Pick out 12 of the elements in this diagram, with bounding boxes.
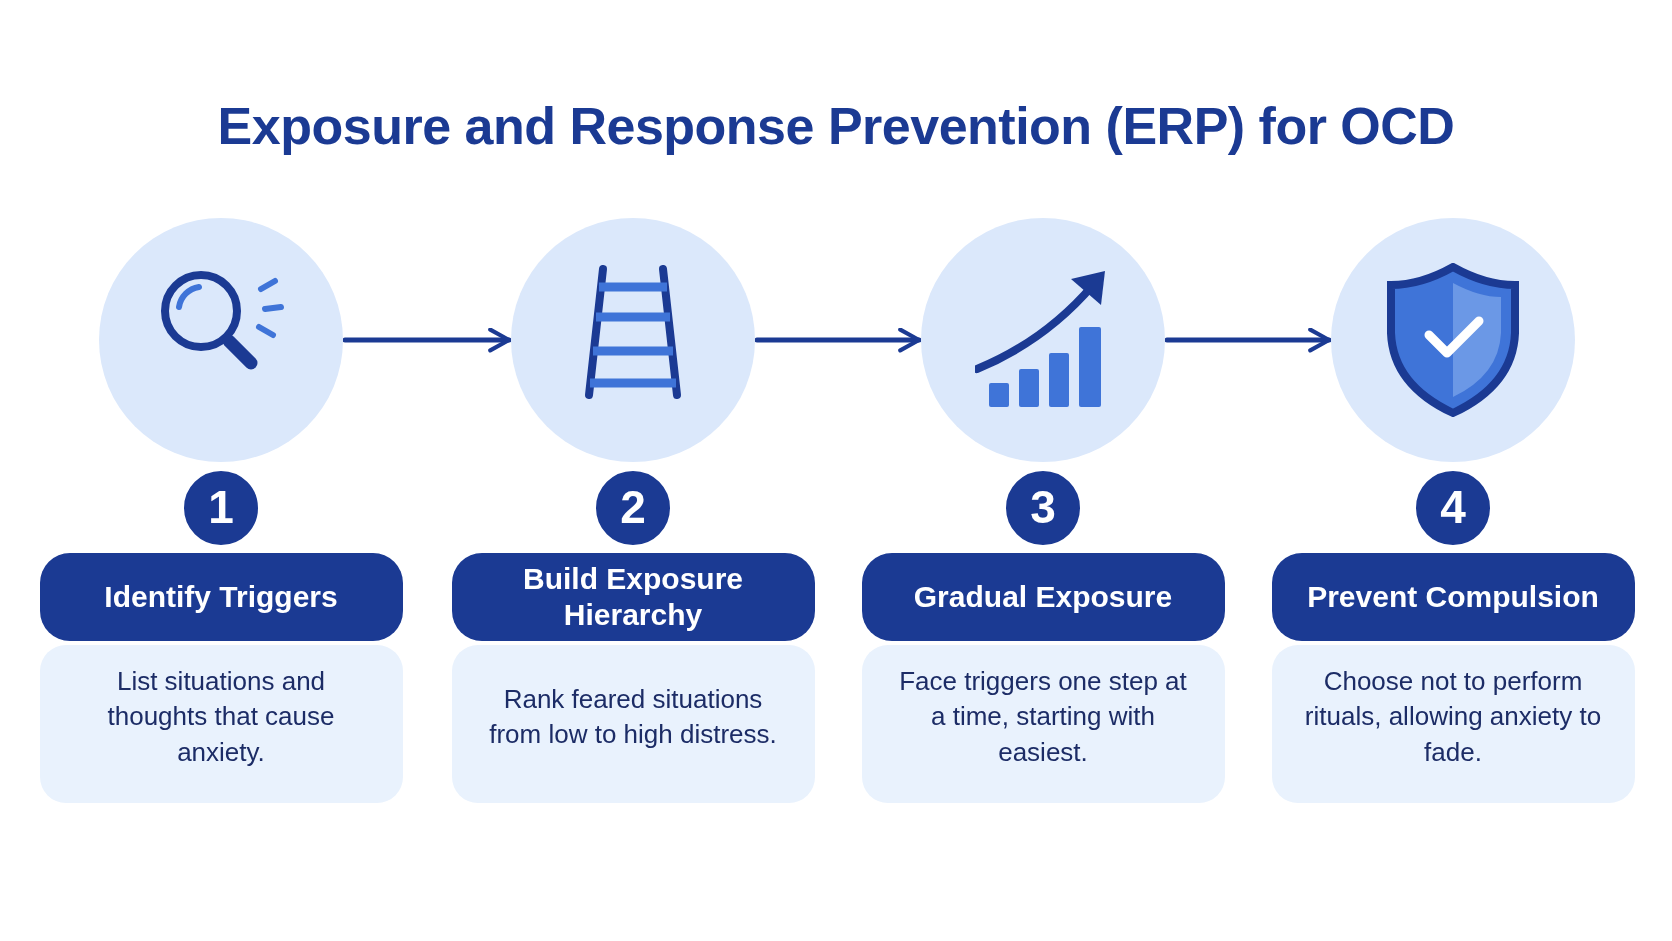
arrow <box>754 327 922 353</box>
arrow <box>1164 327 1332 353</box>
step-description: List situations and thoughts that cause anxiety. <box>39 645 403 803</box>
diagram-title: Exposure and Response Prevention (ERP) for OCD <box>216 96 1456 156</box>
arrow <box>342 327 512 353</box>
step-description: Face triggers one step at a time, starting with easiest. <box>861 645 1225 803</box>
step-title: Identify Triggers <box>39 553 403 641</box>
step-title: Prevent Compulsion <box>1271 553 1635 641</box>
step-title: Build Exposure Hierarchy <box>451 553 815 641</box>
step-description: Rank feared situations from low to high distress. <box>451 645 815 803</box>
step-title: Gradual Exposure <box>861 553 1225 641</box>
step-description: Choose not to perform rituals, allowing anxiety to fade. <box>1271 645 1635 803</box>
